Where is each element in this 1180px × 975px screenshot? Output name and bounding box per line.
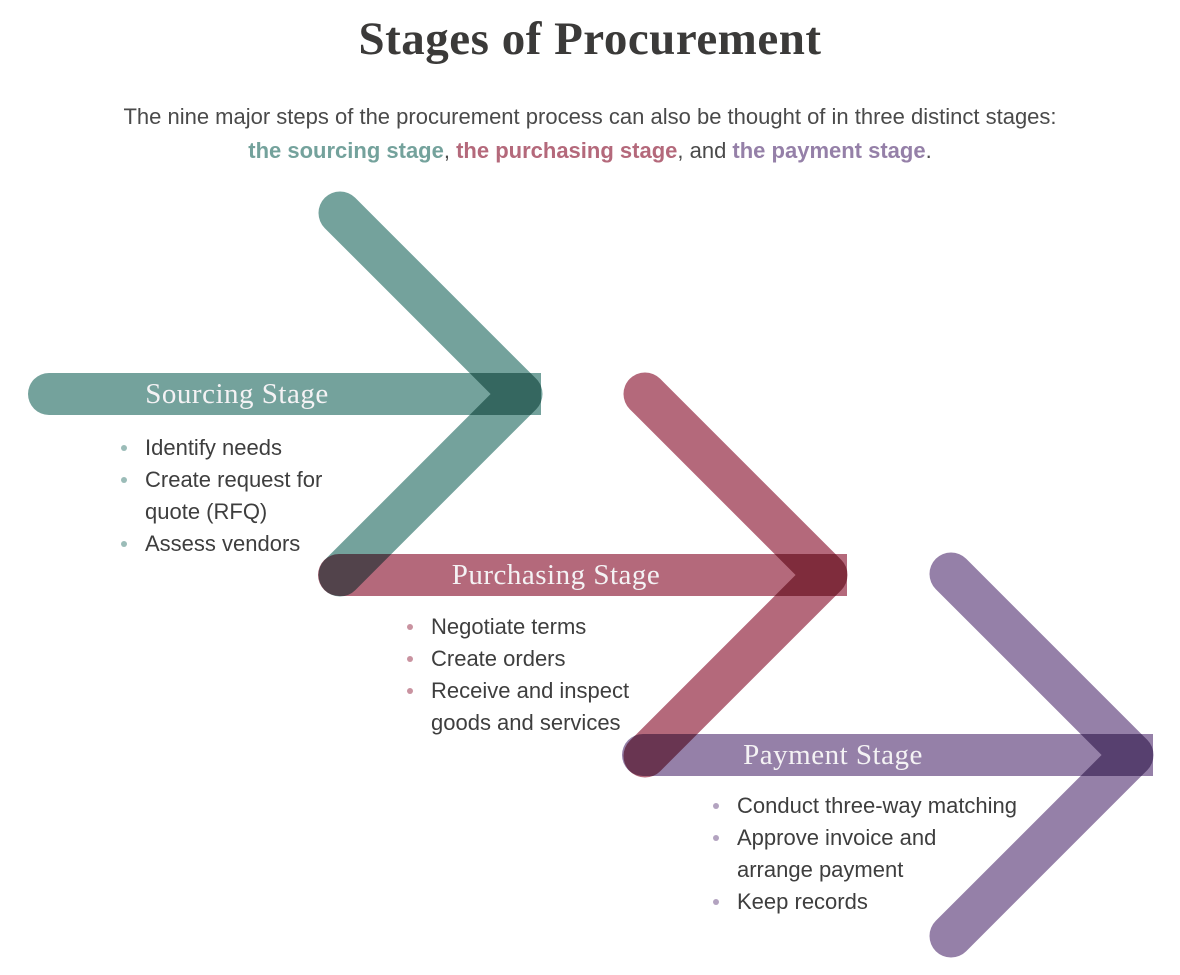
payment-stage-label: Payment Stage [743, 739, 923, 771]
purchasing-task-list: Negotiate terms Create orders Receive an… [404, 611, 639, 739]
sourcing-task-list: Identify needs Create request for quote … [118, 432, 323, 560]
list-item: Assess vendors [118, 528, 323, 560]
sourcing-stage-bar [28, 373, 541, 415]
list-item: Create orders [404, 643, 639, 675]
separator-text: , and [677, 138, 733, 163]
list-item: Receive and inspect goods and services [404, 675, 639, 739]
list-item: Conduct three-way matching [710, 790, 1035, 822]
period-text: . [925, 138, 932, 163]
payment-stage-phrase: the payment stage [732, 138, 926, 163]
list-item: Create request for quote (RFQ) [118, 464, 323, 528]
purchasing-stage-bar [318, 554, 847, 596]
list-item: Identify needs [118, 432, 323, 464]
intro-text: The nine major steps of the procurement … [0, 100, 1180, 168]
list-item: Negotiate terms [404, 611, 639, 643]
page-title: Stages of Procurement [358, 13, 822, 65]
list-item: Approve invoice and arrange payment [710, 822, 959, 886]
separator-text: , [443, 138, 457, 163]
list-item: Keep records [710, 886, 1035, 918]
payment-stage-bar [622, 734, 1153, 776]
sourcing-stage-label: Sourcing Stage [145, 378, 329, 410]
purchasing-stage-phrase: the purchasing stage [456, 138, 678, 163]
purchasing-stage-label: Purchasing Stage [451, 559, 661, 591]
intro-line-1: The nine major steps of the procurement … [123, 104, 1057, 129]
sourcing-stage-phrase: the sourcing stage [248, 138, 444, 163]
payment-task-list: Conduct three-way matching Approve invoi… [710, 790, 1035, 918]
